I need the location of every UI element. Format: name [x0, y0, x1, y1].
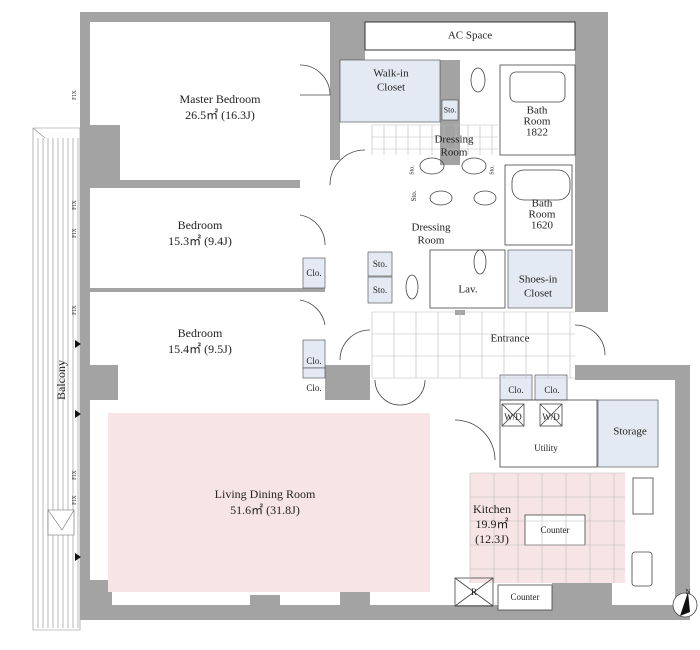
walls	[80, 12, 690, 620]
washer-dryer-label: W/D	[504, 411, 522, 422]
closet-label: Clo.	[508, 384, 524, 395]
storage-label: Storage	[613, 425, 647, 438]
ldr-area: 51.6㎡ (31.8J)	[230, 503, 300, 518]
storage-small-label: Sto.	[372, 258, 388, 269]
bedroom-1-area: 15.3㎡ (9.4J)	[168, 234, 232, 249]
ldr-name: Living Dining Room	[214, 487, 316, 502]
island-counter-label: Counter	[540, 524, 570, 535]
kitchen-name: Kitchen	[473, 502, 511, 517]
bath-2-line1: Bath	[531, 197, 553, 210]
storage-small-label: Sto.	[443, 105, 457, 115]
closet-label: Clo.	[306, 382, 322, 393]
refrigerator-label: R	[470, 586, 478, 597]
utility-label: Utility	[534, 442, 558, 453]
north-label: N	[685, 587, 691, 596]
bedroom-2-name: Bedroom	[177, 326, 223, 341]
fix-window-label: FIX	[72, 305, 78, 315]
bath-2-size: 1620	[531, 219, 553, 232]
walk-in-closet-line1: Walk-in	[373, 67, 409, 80]
bath-1-size: 1822	[526, 126, 548, 139]
storage-small-label: Sto.	[409, 165, 416, 175]
entrance-label: Entrance	[490, 332, 530, 345]
bedroom-2-area: 15.4㎡ (9.5J)	[168, 342, 232, 357]
balcony-label: Balcony	[54, 360, 69, 400]
fix-window-label: FIX	[72, 90, 78, 100]
walk-in-closet-line2: Closet	[376, 81, 406, 94]
bath-2-line2: Room	[528, 208, 556, 221]
north-compass-icon	[672, 592, 698, 618]
closet-label: Clo.	[306, 355, 322, 366]
closet-label: Clo.	[544, 384, 560, 395]
kitchen-area-j: (12.3J)	[475, 532, 509, 547]
storage-small-label: Sto.	[489, 165, 496, 175]
kitchen-area: 19.9㎡	[475, 517, 509, 532]
fix-window-label: FIX	[72, 495, 78, 505]
fix-window-label: FIX	[72, 470, 78, 480]
bath-1-line2: Room	[523, 115, 551, 128]
storage-small-label: Sto.	[372, 284, 388, 295]
shoes-closet-line2: Closet	[523, 287, 553, 300]
dressing-room-2-line2: Room	[417, 234, 445, 247]
balcony-deck	[32, 127, 81, 631]
dressing-room-1-line2: Room	[440, 146, 468, 159]
fix-window-label: FIX	[72, 228, 78, 238]
dressing-room-2-line1: Dressing	[411, 221, 451, 234]
dressing-room-1-line1: Dressing	[434, 133, 474, 146]
fix-window-label: FIX	[72, 200, 78, 210]
lavatory-label: Lav.	[458, 283, 478, 296]
ac-space-label: AC Space	[447, 29, 493, 42]
shoes-closet-line1: Shoes-in	[518, 273, 558, 286]
bedroom-1-name: Bedroom	[177, 218, 223, 233]
bath-1-line1: Bath	[526, 104, 548, 117]
washer-dryer-label: W/D	[542, 411, 560, 422]
counter-label: Counter	[510, 591, 540, 602]
master-bedroom-name: Master Bedroom	[179, 92, 261, 107]
master-bedroom-area: 26.5㎡ (16.3J)	[185, 108, 255, 123]
storage-small-label: Sto.	[409, 190, 418, 202]
closet-label: Clo.	[306, 267, 322, 278]
